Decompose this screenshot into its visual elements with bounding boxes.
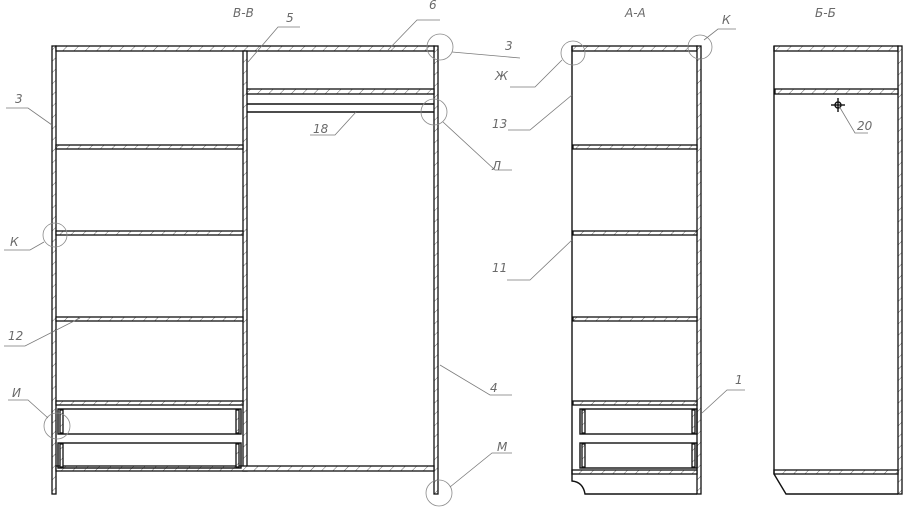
leader-line [703,28,736,41]
callout-11: 11 [492,261,507,275]
leader-line [387,19,440,51]
drawer-front [581,443,586,468]
leader-line [6,107,53,126]
view-title-b-b: Б-Б [815,6,836,20]
callout-13: 13 [492,117,507,131]
leader-line [247,26,300,63]
callout-6: 6 [429,0,437,12]
leader-line [4,317,81,347]
leader-line [510,59,563,88]
callout-l: Л [491,159,501,173]
side-panel-left [51,45,57,495]
shelf [55,400,244,406]
callout-5: 5 [286,11,294,25]
callout-4: 4 [490,381,498,395]
leader-line [8,399,49,419]
detail-circle [425,479,453,507]
drawer-front [581,409,586,434]
callout-20: 20 [857,119,873,133]
detail-circle [42,222,68,248]
detail-circle [43,412,71,440]
callout-zh: Ж [494,69,509,83]
callout-18: 18 [313,122,329,136]
detail-circle [426,33,454,61]
drawer-back [235,409,240,434]
drawer-front [59,443,64,468]
shelf [572,144,698,150]
view-title-a-a: А-А [624,6,646,20]
callout-1: 1 [735,373,743,387]
shelf [55,230,244,236]
callout-3-right: 3 [505,39,513,53]
leader-line [838,105,868,134]
drawer-back [235,443,240,468]
leader-line [439,364,512,396]
bottom-panel [55,465,435,472]
leader-line [507,239,573,281]
shelf [55,316,244,322]
leader-line [442,121,512,171]
shelf-top-right [246,88,435,95]
side-panel-right [433,45,439,495]
callout-k-left: К [10,235,19,249]
drawer [579,442,698,469]
outline-lines [57,46,898,495]
bottom-panel [773,469,899,475]
callout-i: И [12,386,21,400]
drawer [57,442,242,469]
shelf [774,88,899,95]
callout-k-right: К [722,13,731,27]
shelf [572,230,698,236]
leader-line [4,241,45,251]
view-title-v-v: В-В [233,6,254,20]
plinth-outline [571,474,697,495]
detail-circle [420,98,448,126]
plinth-outline [773,473,898,495]
drawer [57,408,242,435]
leader-line [701,389,745,414]
back-panel [696,45,702,495]
callout-3-left: 3 [15,92,23,106]
drawer-front [59,409,64,434]
leader-line [310,111,357,136]
callouts [4,19,868,507]
leader-line [508,94,573,131]
leader-line [451,51,521,59]
shelf [572,400,698,406]
panels [51,45,903,495]
drawer [579,408,698,435]
leader-line [449,452,512,488]
partition-panel [242,50,248,472]
detail-circle [560,40,586,66]
top-panel [571,45,698,52]
drawer-back [691,443,696,468]
shelf [572,316,698,322]
shelf [55,144,244,150]
callout-m: М [497,440,508,454]
top-panel [55,45,435,52]
bottom-panel [571,469,698,475]
top-panel [773,45,899,52]
back-panel [897,45,903,495]
drawer-back [691,409,696,434]
callout-12: 12 [8,329,23,343]
detail-circle [687,34,713,60]
